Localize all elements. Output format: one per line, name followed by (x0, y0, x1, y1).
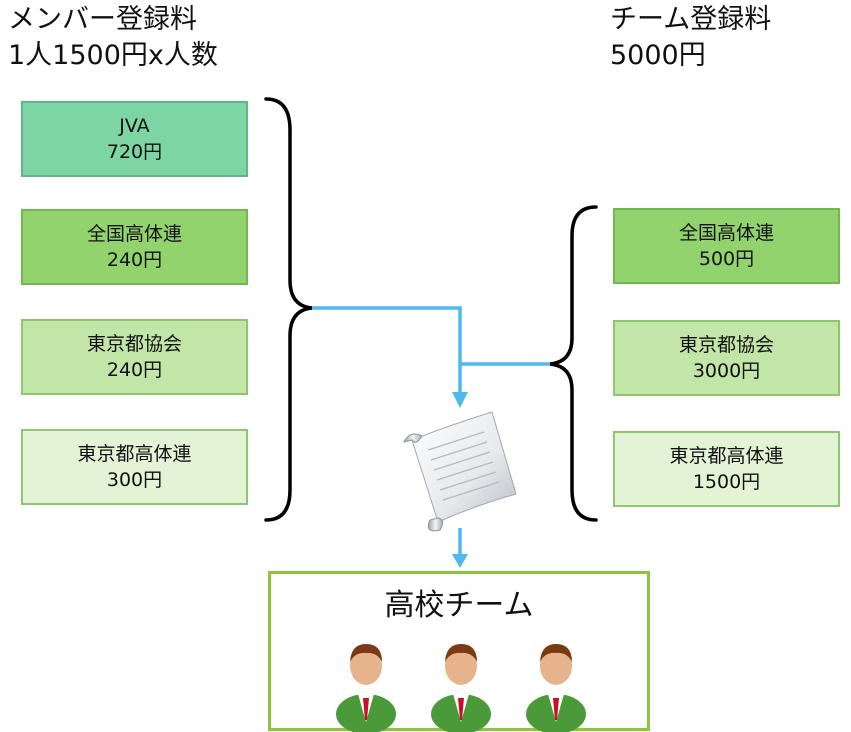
team-fee-box-tokyo-assoc: 東京都協会 3000円 (613, 320, 840, 396)
arrow-to-team (452, 554, 468, 568)
member-fee-box-national-hs: 全国高体連 240円 (21, 209, 248, 285)
fee-box-amount: 300円 (106, 469, 163, 491)
member-fee-box-tokyo-hs: 東京都高体連 300円 (21, 429, 248, 505)
member-fee-box-jva: JVA 720円 (21, 101, 248, 177)
team-fee-subtitle: 5000円 (610, 40, 706, 71)
team-box-title: 高校チーム (384, 588, 534, 623)
person-icon (526, 644, 586, 732)
team-fee-box-national-hs: 全国高体連 500円 (613, 208, 840, 284)
team-brace (549, 205, 598, 522)
fee-box-amount: 240円 (106, 249, 163, 271)
member-fee-box-tokyo-assoc: 東京都協会 240円 (21, 319, 248, 395)
fee-box-name: 全国高体連 (86, 223, 182, 245)
high-school-team-box: 高校チーム (268, 571, 650, 732)
person-icon (431, 644, 491, 732)
fee-box-name: 東京都協会 (86, 333, 182, 355)
fee-box-amount: 1500円 (692, 471, 761, 493)
member-fee-title: メンバー登録料 (8, 4, 197, 35)
team-fee-box-tokyo-hs: 東京都高体連 1500円 (613, 431, 840, 507)
fee-box-name: JVA (119, 115, 150, 137)
fee-box-amount: 720円 (106, 141, 163, 163)
person-icon (336, 644, 396, 732)
arrow-to-document (452, 392, 468, 408)
member-brace (264, 97, 313, 522)
document-scroll-icon (403, 411, 517, 532)
fee-box-name: 東京都高体連 (669, 445, 784, 467)
member-flow-line (312, 306, 462, 392)
fee-box-name: 東京都協会 (678, 334, 774, 356)
member-fee-heading: メンバー登録料 1人1500円x人数 (8, 2, 218, 74)
team-fee-title: チーム登録料 (610, 4, 772, 35)
fee-box-amount: 500円 (698, 248, 755, 270)
member-fee-subtitle: 1人1500円x人数 (8, 40, 218, 71)
fee-box-amount: 3000円 (692, 360, 761, 382)
team-fee-heading: チーム登録料 5000円 (610, 2, 771, 74)
fee-box-name: 全国高体連 (678, 222, 774, 244)
fee-box-amount: 240円 (106, 359, 163, 381)
fee-box-name: 東京都高体連 (77, 443, 192, 465)
